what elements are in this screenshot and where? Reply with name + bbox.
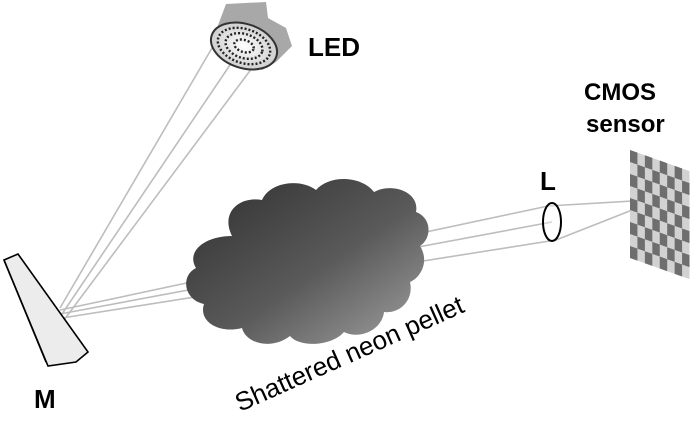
cmos-sensor-icon xyxy=(630,150,690,280)
mirror-edge xyxy=(3,259,47,363)
led-label: LED xyxy=(308,32,360,62)
led-emitter-ring-1 xyxy=(216,26,272,66)
ray-led-to-mirror-3 xyxy=(63,67,253,321)
led-source xyxy=(209,2,292,71)
mirror xyxy=(2,253,90,367)
lens-label: L xyxy=(540,166,556,196)
lens-icon xyxy=(542,202,562,242)
mirror-label: M xyxy=(34,384,56,414)
mirror-face xyxy=(2,253,90,367)
led-emitter-ring-2 xyxy=(224,31,264,61)
ray-led-to-mirror-2 xyxy=(61,61,233,315)
cmos-label-line2: sensor xyxy=(586,111,665,138)
ray-led-to-mirror-1 xyxy=(59,47,213,309)
cmos-label-line1: CMOS xyxy=(584,79,656,106)
led-emitter-ring-3 xyxy=(233,38,255,54)
neon-pellet-cloud xyxy=(186,178,429,344)
